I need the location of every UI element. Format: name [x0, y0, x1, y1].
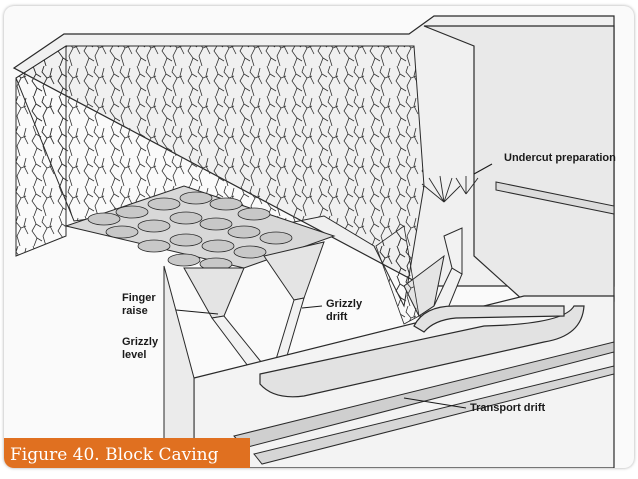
- label-undercut-preparation: Undercut preparation: [504, 152, 616, 164]
- label-grizzly-level-line2: level: [122, 349, 147, 361]
- figure-caption: Figure 40. Block Caving: [4, 438, 250, 468]
- block-caving-diagram: [12, 15, 615, 468]
- label-grizzly-drift-line1: Grizzly: [326, 298, 363, 310]
- label-grizzly-level: Grizzly level: [122, 336, 158, 362]
- label-finger-raise-line2: raise: [122, 305, 148, 317]
- leader-lines: [175, 163, 493, 409]
- label-grizzly-drift: Grizzly drift: [326, 298, 362, 324]
- undercut-rail: [495, 181, 615, 215]
- label-grizzly-drift-line2: drift: [326, 311, 348, 323]
- label-finger-raise-line1: Finger: [122, 292, 156, 304]
- cave-column: [375, 225, 420, 325]
- diagram-panel: Undercut preparation Finger raise Grizzl…: [4, 6, 634, 468]
- fan-drill-holes: [421, 175, 479, 203]
- left-base-block: [163, 265, 195, 468]
- transport-drifts: [259, 305, 585, 398]
- label-grizzly-level-line1: Grizzly: [122, 336, 159, 348]
- drawpoint-cones: [87, 191, 293, 271]
- label-transport-drift: Transport drift: [470, 402, 546, 414]
- left-cracked-face: [15, 45, 67, 257]
- transport-rail-lower: [253, 365, 615, 465]
- label-finger-raise: Finger raise: [122, 292, 156, 318]
